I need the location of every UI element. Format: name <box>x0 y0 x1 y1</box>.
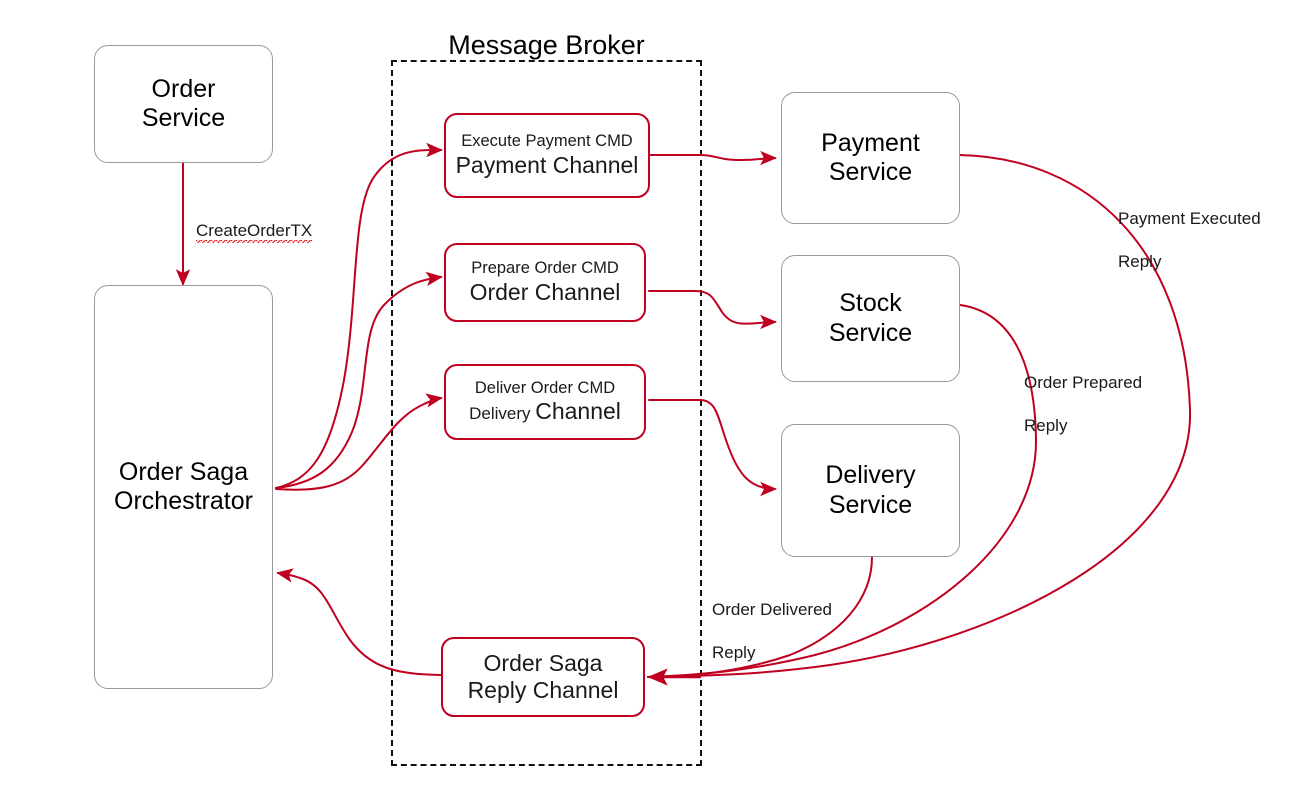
order-channel-name: Order Channel <box>469 278 621 305</box>
order-prepared-line2: Reply <box>1024 416 1068 436</box>
order-delivered-line1: Order Delivered <box>712 599 832 619</box>
order-delivered-line2: Reply <box>712 643 756 663</box>
reply-channel-line2: Reply Channel <box>467 677 619 703</box>
payment-executed-line2: Reply <box>1118 252 1162 272</box>
node-delivery-channel[interactable]: Deliver Order CMD Delivery Channel <box>444 364 646 440</box>
order-service-line1: Order <box>151 74 216 103</box>
label-order-delivered-reply: Order Delivered Reply <box>712 577 832 686</box>
payment-service-line1: Payment <box>821 128 920 157</box>
order-channel-cmd: Prepare Order CMD <box>471 259 619 278</box>
node-order-saga-orchestrator[interactable]: Order Saga Orchestrator <box>94 285 273 689</box>
node-payment-service[interactable]: Payment Service <box>781 92 960 224</box>
node-payment-channel[interactable]: Execute Payment CMD Payment Channel <box>444 113 650 198</box>
order-service-line2: Service <box>141 104 226 132</box>
delivery-service-line1: Delivery <box>825 461 916 489</box>
delivery-channel-name-main: Channel <box>535 398 621 425</box>
node-order-service[interactable]: Order Service <box>94 45 273 163</box>
label-create-order-tx: CreateOrderTX <box>196 220 313 243</box>
stock-service-line2: Service <box>828 318 913 347</box>
delivery-channel-name-prefix: Delivery <box>469 404 536 424</box>
order-prepared-line1: Order Prepared <box>1024 372 1143 392</box>
payment-executed-line1: Payment Executed <box>1118 208 1261 228</box>
node-order-channel[interactable]: Prepare Order CMD Order Channel <box>444 243 646 322</box>
label-order-prepared-reply: Order Prepared Reply <box>1024 350 1142 459</box>
orchestrator-line1: Order Saga <box>118 457 249 486</box>
create-order-tx-text: CreateOrderTX <box>196 221 313 243</box>
node-stock-service[interactable]: Stock Service <box>781 255 960 382</box>
node-delivery-service[interactable]: Delivery Service <box>781 424 960 557</box>
delivery-service-line2: Service <box>828 490 913 519</box>
stock-service-line1: Stock <box>839 289 902 317</box>
delivery-channel-name: Delivery Channel <box>469 398 621 425</box>
payment-channel-cmd: Execute Payment CMD <box>461 132 633 151</box>
payment-channel-name: Payment Channel <box>455 151 639 178</box>
delivery-channel-cmd: Deliver Order CMD <box>474 378 616 397</box>
payment-service-line2: Service <box>828 158 913 186</box>
node-order-saga-reply-channel[interactable]: Order Saga Reply Channel <box>441 637 645 717</box>
label-payment-executed-reply: Payment Executed Reply <box>1118 186 1261 295</box>
message-broker-label: Message Broker <box>448 30 645 60</box>
reply-channel-line1: Order Saga <box>483 649 603 676</box>
orchestrator-line2: Orchestrator <box>114 487 253 515</box>
